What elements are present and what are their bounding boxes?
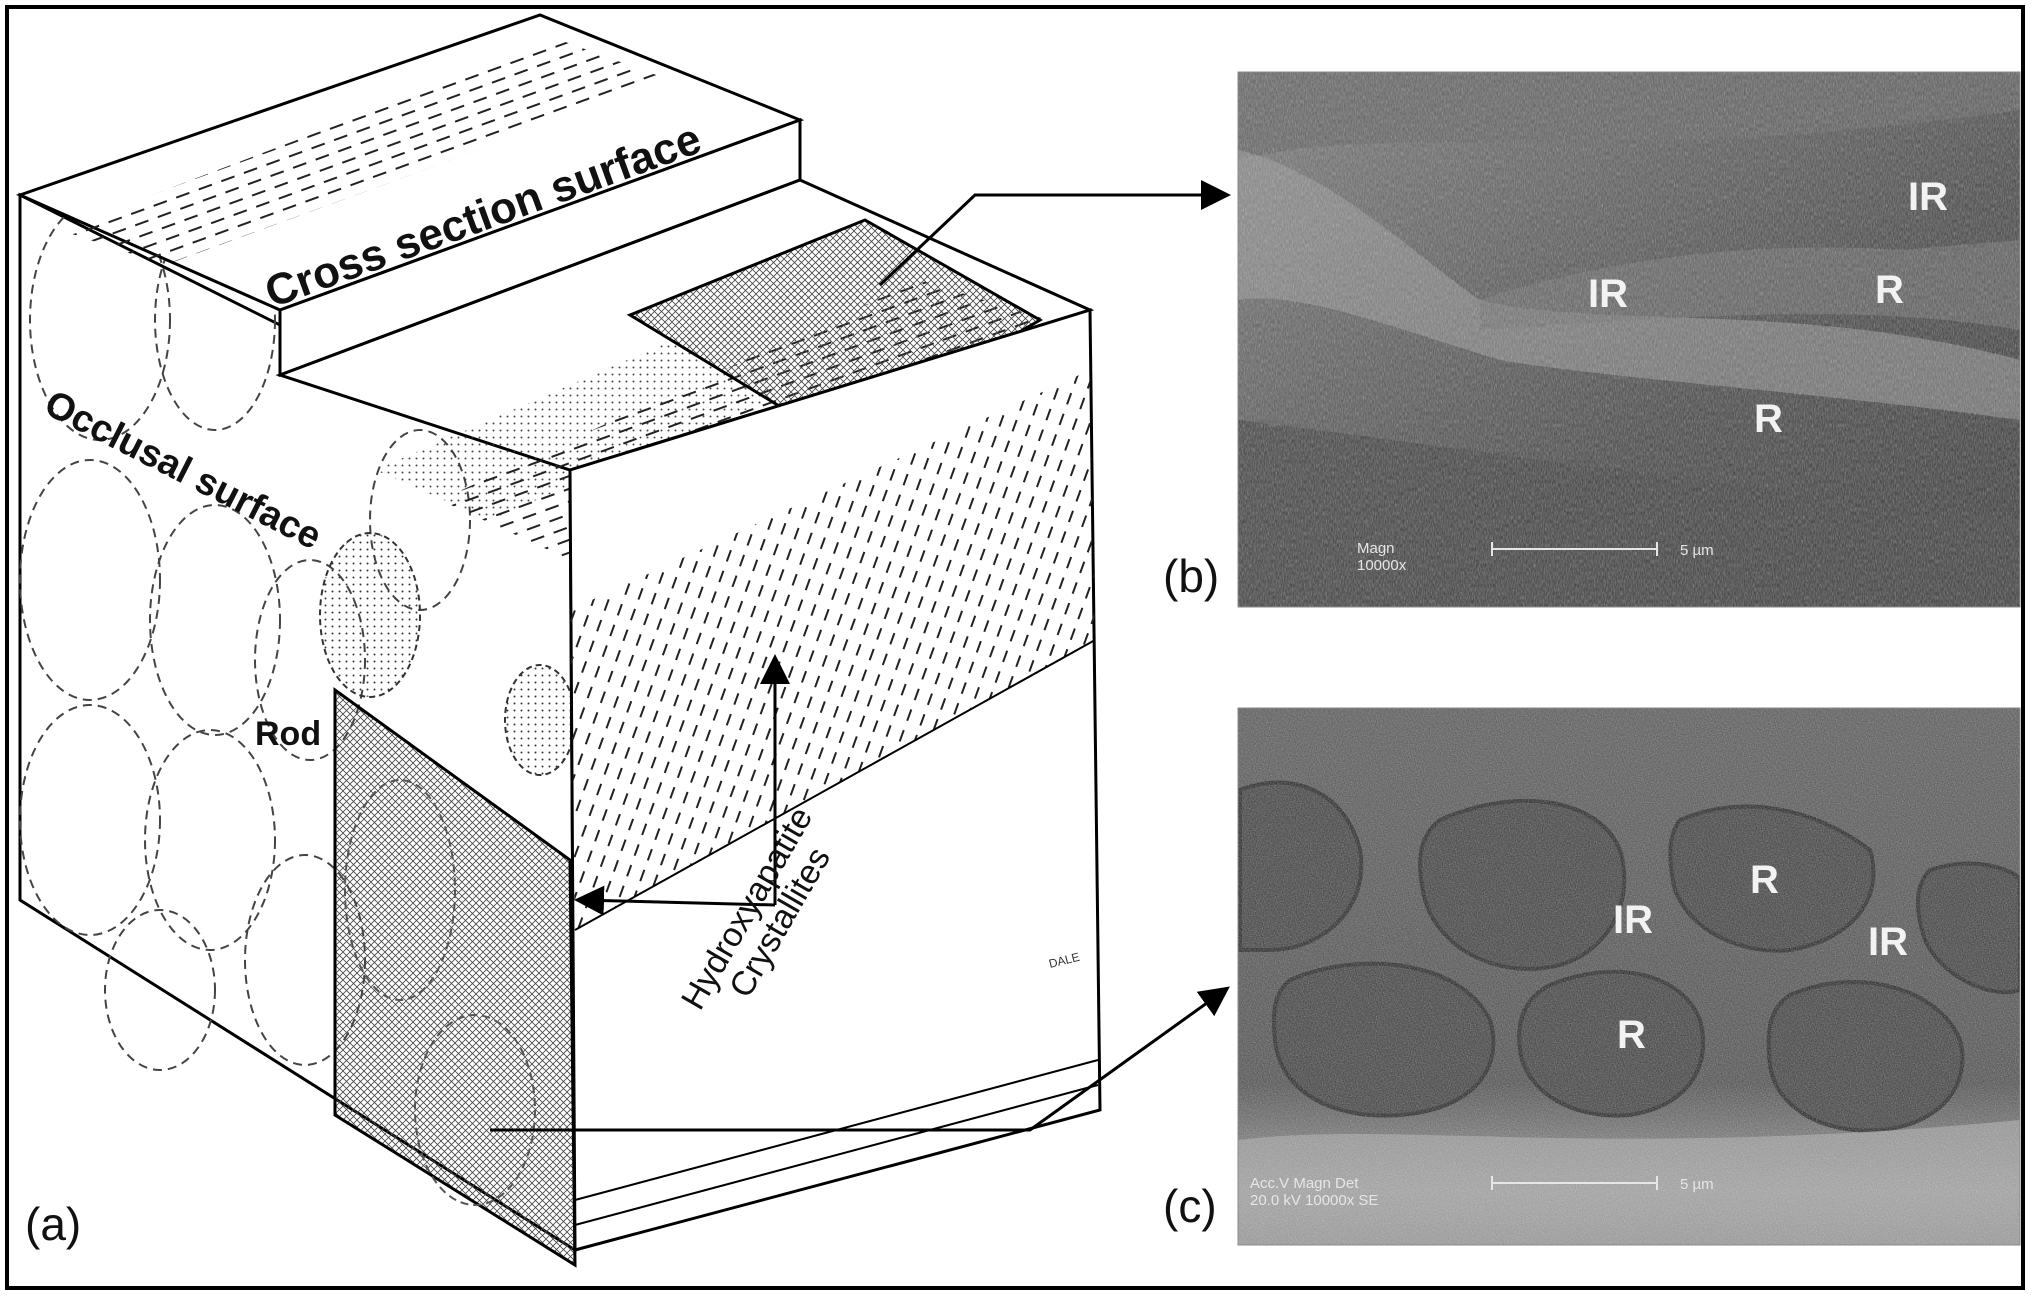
sem-image-b (1238, 72, 2020, 607)
sem-c-label-r-2: R (1617, 1013, 1646, 1057)
panel-label-b: (b) (1163, 550, 1219, 602)
panel-label-a: (a) (25, 1198, 81, 1250)
sem-b-magn-value: 10000x (1357, 557, 1407, 574)
top-hatched-region (626, 218, 1043, 442)
arrow-crystallites-left (574, 885, 776, 916)
sem-c-label-ir-2: IR (1868, 920, 1908, 964)
sem-c-scale-line2: 20.0 kV 10000x SE (1250, 1192, 1378, 1209)
rod-cross-section (333, 687, 577, 1268)
side-crystallite-band (570, 370, 1095, 930)
dotted-rod-1 (319, 532, 421, 698)
sem-c-scale-line1: Acc.V Magn Det (1250, 1175, 1359, 1192)
sem-b-label-r-2: R (1754, 397, 1783, 441)
arrow-to-b (878, 180, 1231, 287)
sem-b-label-r-1: R (1875, 268, 1904, 312)
sem-image-c (1238, 708, 2020, 1245)
top-crystallite-band (60, 40, 670, 265)
sem-c-scale-bar: Acc.V Magn Det 20.0 kV 10000x SE 5 µm (1250, 1175, 1714, 1209)
sem-c-scale-length: 5 µm (1680, 1176, 1714, 1193)
sem-c-label-ir-1: IR (1613, 898, 1653, 942)
sem-b-label-ir-2: IR (1588, 272, 1628, 316)
rod-outlines (19, 199, 471, 1071)
arrow-to-c (490, 986, 1230, 1132)
figure-border (5, 5, 2025, 1290)
enamel-block-diagram (15, 13, 1231, 1268)
sem-b-label-ir-1: IR (1908, 175, 1948, 219)
panel-label-c: (c) (1163, 1180, 1217, 1232)
sem-c-label-r-1: R (1750, 858, 1779, 902)
label-rod: Rod (255, 715, 321, 753)
sem-b-magn-label: Magn (1357, 540, 1395, 557)
sem-b-scale-length: 5 µm (1680, 542, 1714, 559)
sem-b-scale-bar: Magn 10000x 5 µm (1357, 540, 1714, 574)
